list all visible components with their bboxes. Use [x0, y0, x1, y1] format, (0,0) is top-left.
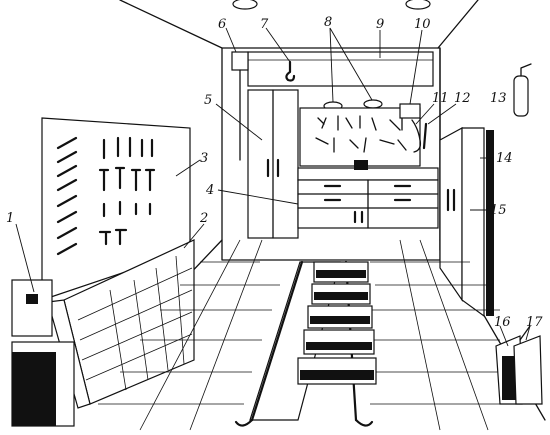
right-cabinet	[439, 126, 494, 318]
waste-bins	[495, 325, 543, 405]
hoist-motor-icon	[231, 51, 249, 71]
workbench	[297, 160, 439, 229]
soldering-tool-icon	[422, 122, 428, 150]
overhead-beam	[231, 51, 434, 161]
callout-6: 6	[218, 17, 226, 32]
leader-lines	[15, 27, 531, 347]
left-pegboard	[41, 117, 191, 301]
callout-12: 12	[454, 91, 471, 106]
callout-17: 17	[526, 315, 543, 330]
lamp-icon	[363, 99, 383, 109]
floor-tiles	[98, 239, 530, 431]
vise-icon	[354, 160, 368, 170]
callout-1: 1	[6, 211, 14, 226]
callout-7: 7	[260, 17, 269, 32]
callout-2: 2	[199, 211, 208, 226]
callout-11: 11	[432, 91, 449, 106]
shelf-box-icon	[399, 103, 421, 119]
callout-8: 8	[324, 15, 332, 30]
callout-5: 5	[204, 93, 212, 108]
crane-hook-icon	[285, 60, 296, 82]
fire-extinguisher-icon	[513, 63, 532, 117]
callout-14: 14	[496, 151, 513, 166]
callout-3: 3	[200, 151, 208, 166]
ceiling-lamp-icon	[405, 0, 431, 10]
inspection-pit	[234, 260, 377, 427]
callout-13: 13	[490, 91, 507, 106]
back-wall-cabinets	[247, 89, 421, 239]
washbasin-icon	[26, 294, 38, 304]
callout-numbers: 1 2 3 4 5 6 7 8 9 10 11 12 13 14 15 16 1…	[6, 15, 543, 330]
callout-4: 4	[205, 183, 214, 198]
ceiling-lamp-icon	[232, 0, 258, 10]
washbasin-area	[11, 279, 75, 427]
callout-9: 9	[376, 17, 384, 32]
lamp-arm-icon	[411, 119, 422, 153]
callout-16: 16	[494, 315, 511, 330]
callout-10: 10	[414, 17, 431, 32]
callout-15: 15	[490, 203, 507, 218]
